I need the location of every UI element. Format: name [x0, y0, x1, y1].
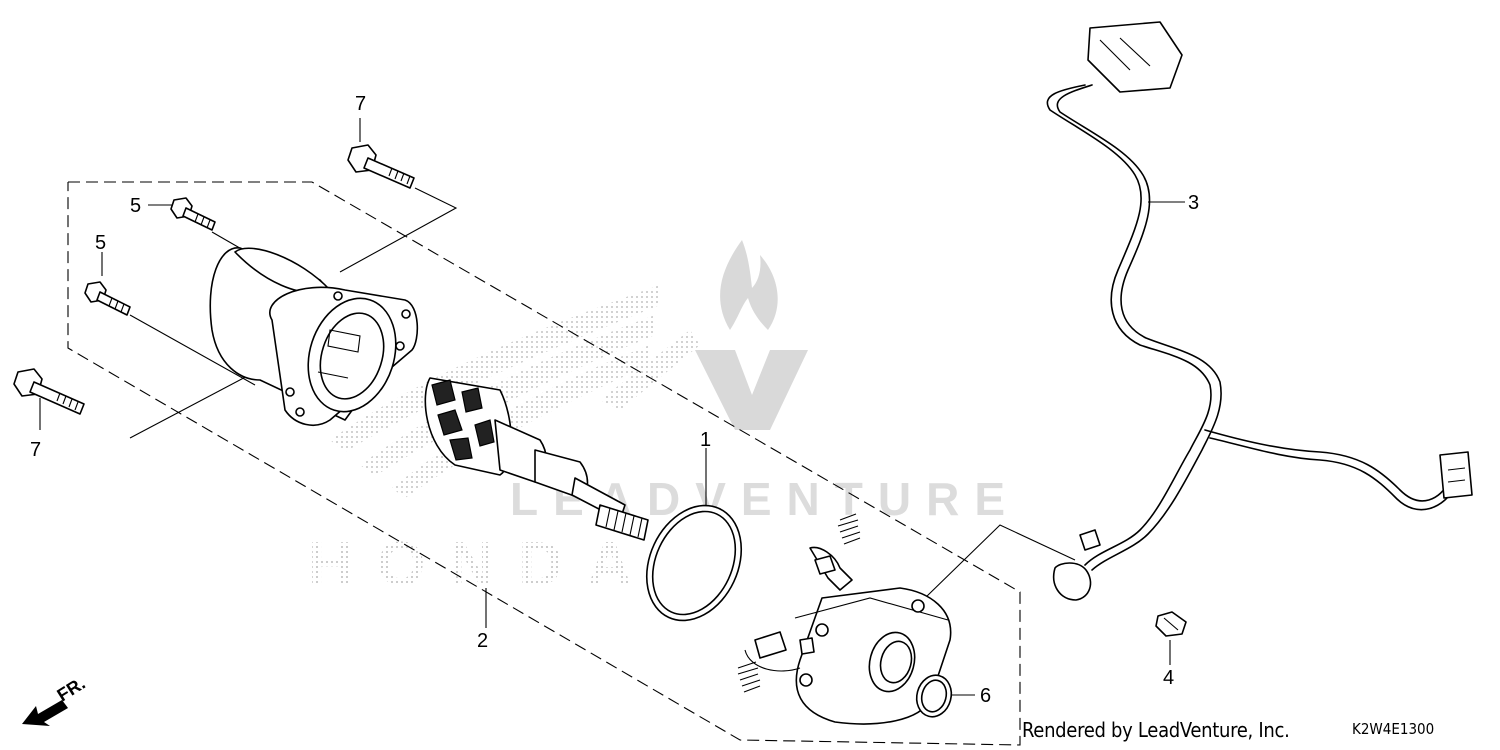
bolt-7-left: [13, 368, 85, 415]
armature: [424, 377, 649, 541]
callout-7-left: 7: [30, 439, 41, 461]
callout-5-upper: 5: [130, 195, 141, 217]
callout-3: 3: [1188, 192, 1199, 214]
bolt-5-lower: [84, 281, 131, 316]
leadventure-logo-watermark: [695, 240, 808, 430]
starter-yoke-housing: [209, 247, 419, 426]
rendered-by-credit: Rendered by LeadVenture, Inc.: [1022, 718, 1290, 742]
honda-watermark: HONDA: [308, 530, 638, 599]
bolt-5-upper: [170, 197, 216, 231]
brush-holder-end-cover: [744, 546, 952, 725]
starter-wire-harness: [1046, 21, 1473, 601]
o-ring-6: [915, 674, 953, 718]
front-direction-marker: FR.: [22, 673, 89, 726]
callout-5-lower: 5: [95, 232, 106, 254]
callout-4: 4: [1163, 667, 1174, 689]
callout-2: 2: [477, 630, 488, 652]
assembly-dashed-outline: [67, 181, 1021, 746]
callout-6: 6: [980, 685, 991, 707]
o-ring-1: [645, 504, 743, 622]
brush-spring-lower: [737, 661, 761, 693]
callout-7-top: 7: [355, 93, 366, 115]
front-marker-label: FR.: [54, 673, 89, 705]
front-arrow-icon: [22, 700, 68, 726]
bolt-4: [1155, 611, 1187, 637]
leader-lines: [39, 118, 1185, 696]
bolt-7-top: [347, 144, 415, 189]
callout-1: 1: [700, 429, 711, 451]
diagram-code: K2W4E1300: [1352, 720, 1435, 738]
brush-spring-upper: [837, 513, 861, 545]
